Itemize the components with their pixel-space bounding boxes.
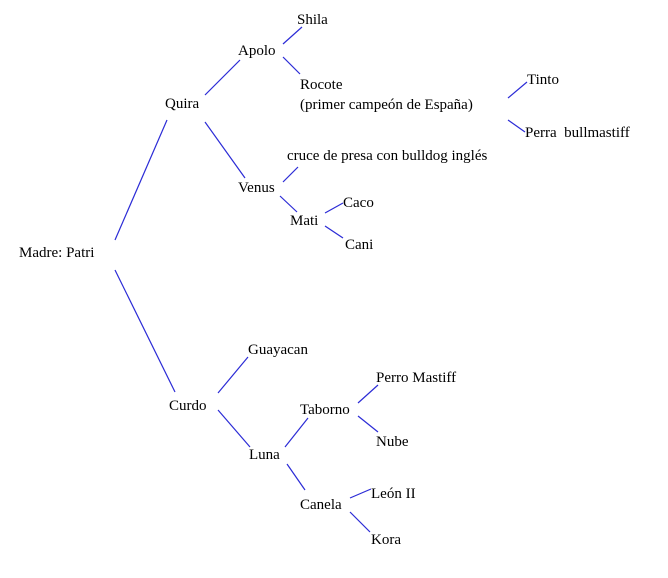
- node-taborno: Taborno: [300, 402, 350, 418]
- node-apolo: Apolo: [238, 43, 276, 59]
- edge-canela-leon: [349, 488, 372, 499]
- edge-taborno-nube: [357, 415, 379, 433]
- edge-rocote-tinto: [507, 81, 528, 99]
- edge-venus-cruce: [282, 166, 299, 183]
- edge-mati-cani: [324, 225, 344, 239]
- edge-apolo-shila: [282, 26, 303, 45]
- edge-taborno-perro-mastiff: [357, 384, 379, 404]
- edge-luna-canela: [286, 463, 306, 491]
- edge-madre-curdo: [114, 269, 176, 393]
- edge-curdo-guayacan: [217, 356, 249, 394]
- edge-quira-venus: [204, 121, 246, 179]
- edge-curdo-luna: [217, 409, 251, 448]
- node-cani: Cani: [345, 237, 373, 253]
- node-shila: Shila: [297, 12, 328, 28]
- tree-labels: Shila Apolo Rocote (primer campeón de Es…: [19, 12, 630, 548]
- edge-quira-apolo: [204, 59, 241, 96]
- node-madre: Madre: Patri: [19, 245, 94, 261]
- node-leon: León II: [371, 486, 416, 502]
- node-perra-bullmastiff: Perra bullmastiff: [525, 125, 630, 141]
- edge-luna-taborno: [284, 417, 309, 448]
- edge-madre-quira: [114, 119, 168, 241]
- node-luna: Luna: [249, 447, 280, 463]
- node-kora: Kora: [371, 532, 401, 548]
- node-curdo: Curdo: [169, 398, 207, 414]
- node-guayacan: Guayacan: [248, 342, 308, 358]
- node-quira: Quira: [165, 96, 199, 112]
- node-venus: Venus: [238, 180, 275, 196]
- edge-rocote-perra: [507, 119, 526, 133]
- node-rocote-note: (primer campeón de España): [300, 97, 473, 113]
- node-mati: Mati: [290, 213, 318, 229]
- tree-edges: [114, 26, 528, 533]
- node-rocote: Rocote: [300, 77, 343, 93]
- node-tinto: Tinto: [527, 72, 559, 88]
- edge-apolo-rocote: [282, 56, 301, 75]
- node-caco: Caco: [343, 195, 374, 211]
- node-canela: Canela: [300, 497, 342, 513]
- edge-canela-kora: [349, 511, 371, 533]
- edge-venus-mati: [279, 195, 298, 213]
- node-nube: Nube: [376, 434, 409, 450]
- node-perro-mastiff: Perro Mastiff: [376, 370, 456, 386]
- edge-mati-caco: [324, 202, 344, 214]
- node-cruce: cruce de presa con bulldog inglés: [287, 148, 488, 164]
